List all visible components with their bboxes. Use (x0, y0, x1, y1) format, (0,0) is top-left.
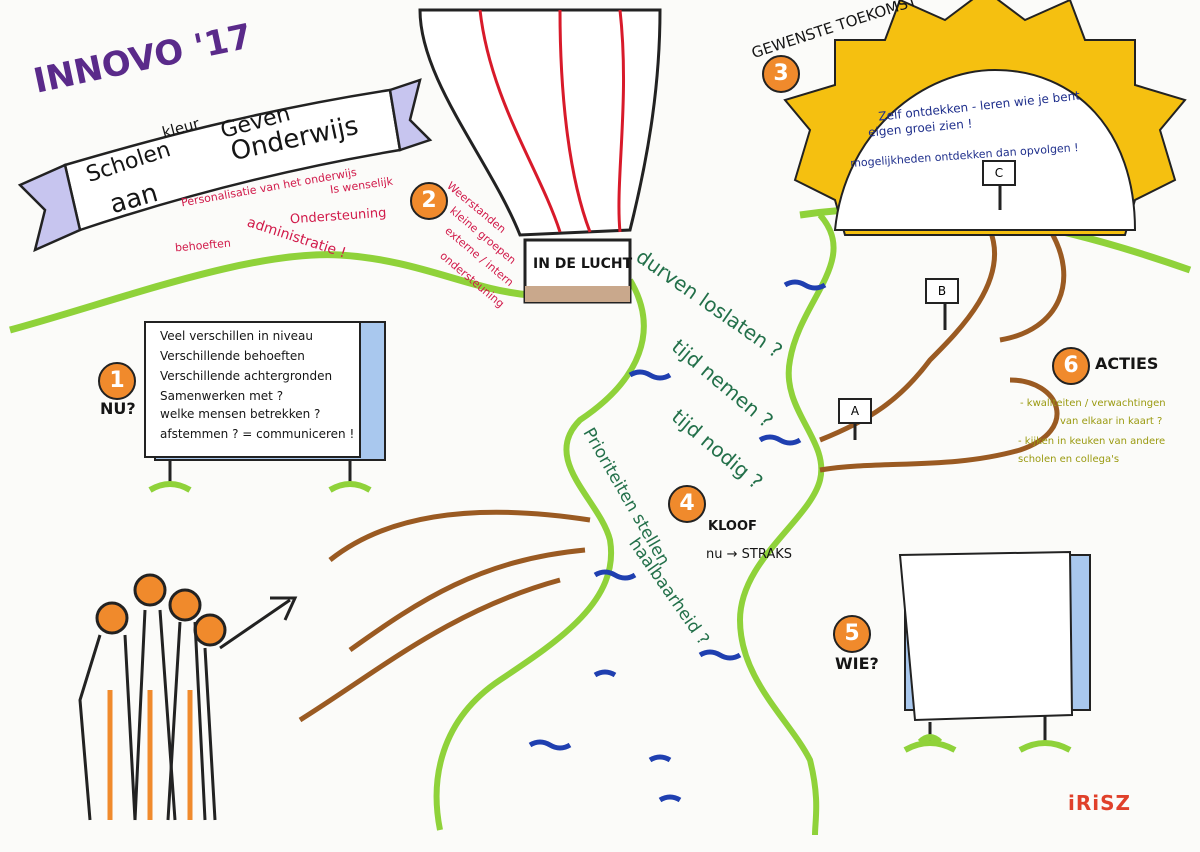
section-6-note-2: van elkaar in kaart ? (1060, 416, 1163, 427)
board-5 (898, 550, 1074, 722)
balloon-stripe-3 (617, 9, 626, 233)
board-1-line-3: Verschillende achtergronden (160, 369, 333, 383)
banner-fold-left (17, 163, 82, 253)
balloon-label: IN DE LUCHT (533, 256, 633, 272)
section-6-note-3: - kijken in keuken van andere (1018, 436, 1166, 447)
section-3-number: 3 (762, 55, 800, 93)
section-4-kloof: KLOOF (708, 519, 757, 534)
board-1 (144, 321, 361, 458)
path-right-3 (999, 228, 1067, 343)
board-1-line-2: Verschillende behoeften (160, 349, 305, 363)
grass-tufts (917, 734, 943, 745)
section-6-note-4: scholen en collega's (1018, 454, 1120, 465)
balloon-stripe-1 (478, 9, 562, 233)
sun (783, 0, 1187, 236)
board-1-line-1: Veel verschillen in niveau (160, 329, 314, 343)
path-sign-a: A (838, 398, 872, 424)
board-1-line-5: welke mensen betrekken ? (160, 407, 321, 421)
river-bank-right (736, 213, 837, 836)
balloon-envelope (418, 8, 662, 237)
section-6-label: ACTIES (1095, 354, 1159, 373)
river-bank-left (433, 278, 647, 831)
section-6-number: 6 (1052, 347, 1090, 385)
path-left-1 (328, 509, 591, 562)
path-sign-c: C (982, 160, 1016, 186)
banner-fold-right (388, 78, 433, 152)
section-4-nu-straks: nu → STRAKS (706, 547, 793, 562)
hill-left (9, 251, 531, 334)
water-marks (528, 279, 827, 803)
path-right-1 (819, 377, 1060, 473)
board-1-line-4: Samenwerken met ? (160, 389, 284, 403)
people-figures (78, 573, 298, 821)
path-left-2 (298, 577, 561, 723)
section-5-number: 5 (833, 615, 871, 653)
section-2-number: 2 (410, 182, 448, 220)
section-6-note-1: - kwaliteiten / verwachtingen (1020, 398, 1166, 409)
board-1-line-6: afstemmen ? = communiceren ! (160, 427, 355, 441)
brand-logo: iRiSZ (1068, 791, 1132, 815)
balloon-stripe-2 (558, 9, 592, 233)
section-5-label: WIE? (835, 654, 879, 673)
section-1-number: 1 (98, 362, 136, 400)
section-4-number: 4 (668, 485, 706, 523)
section-1-label: NU? (100, 399, 136, 418)
path-sign-b: B (925, 278, 959, 304)
path-left-3 (348, 547, 586, 653)
